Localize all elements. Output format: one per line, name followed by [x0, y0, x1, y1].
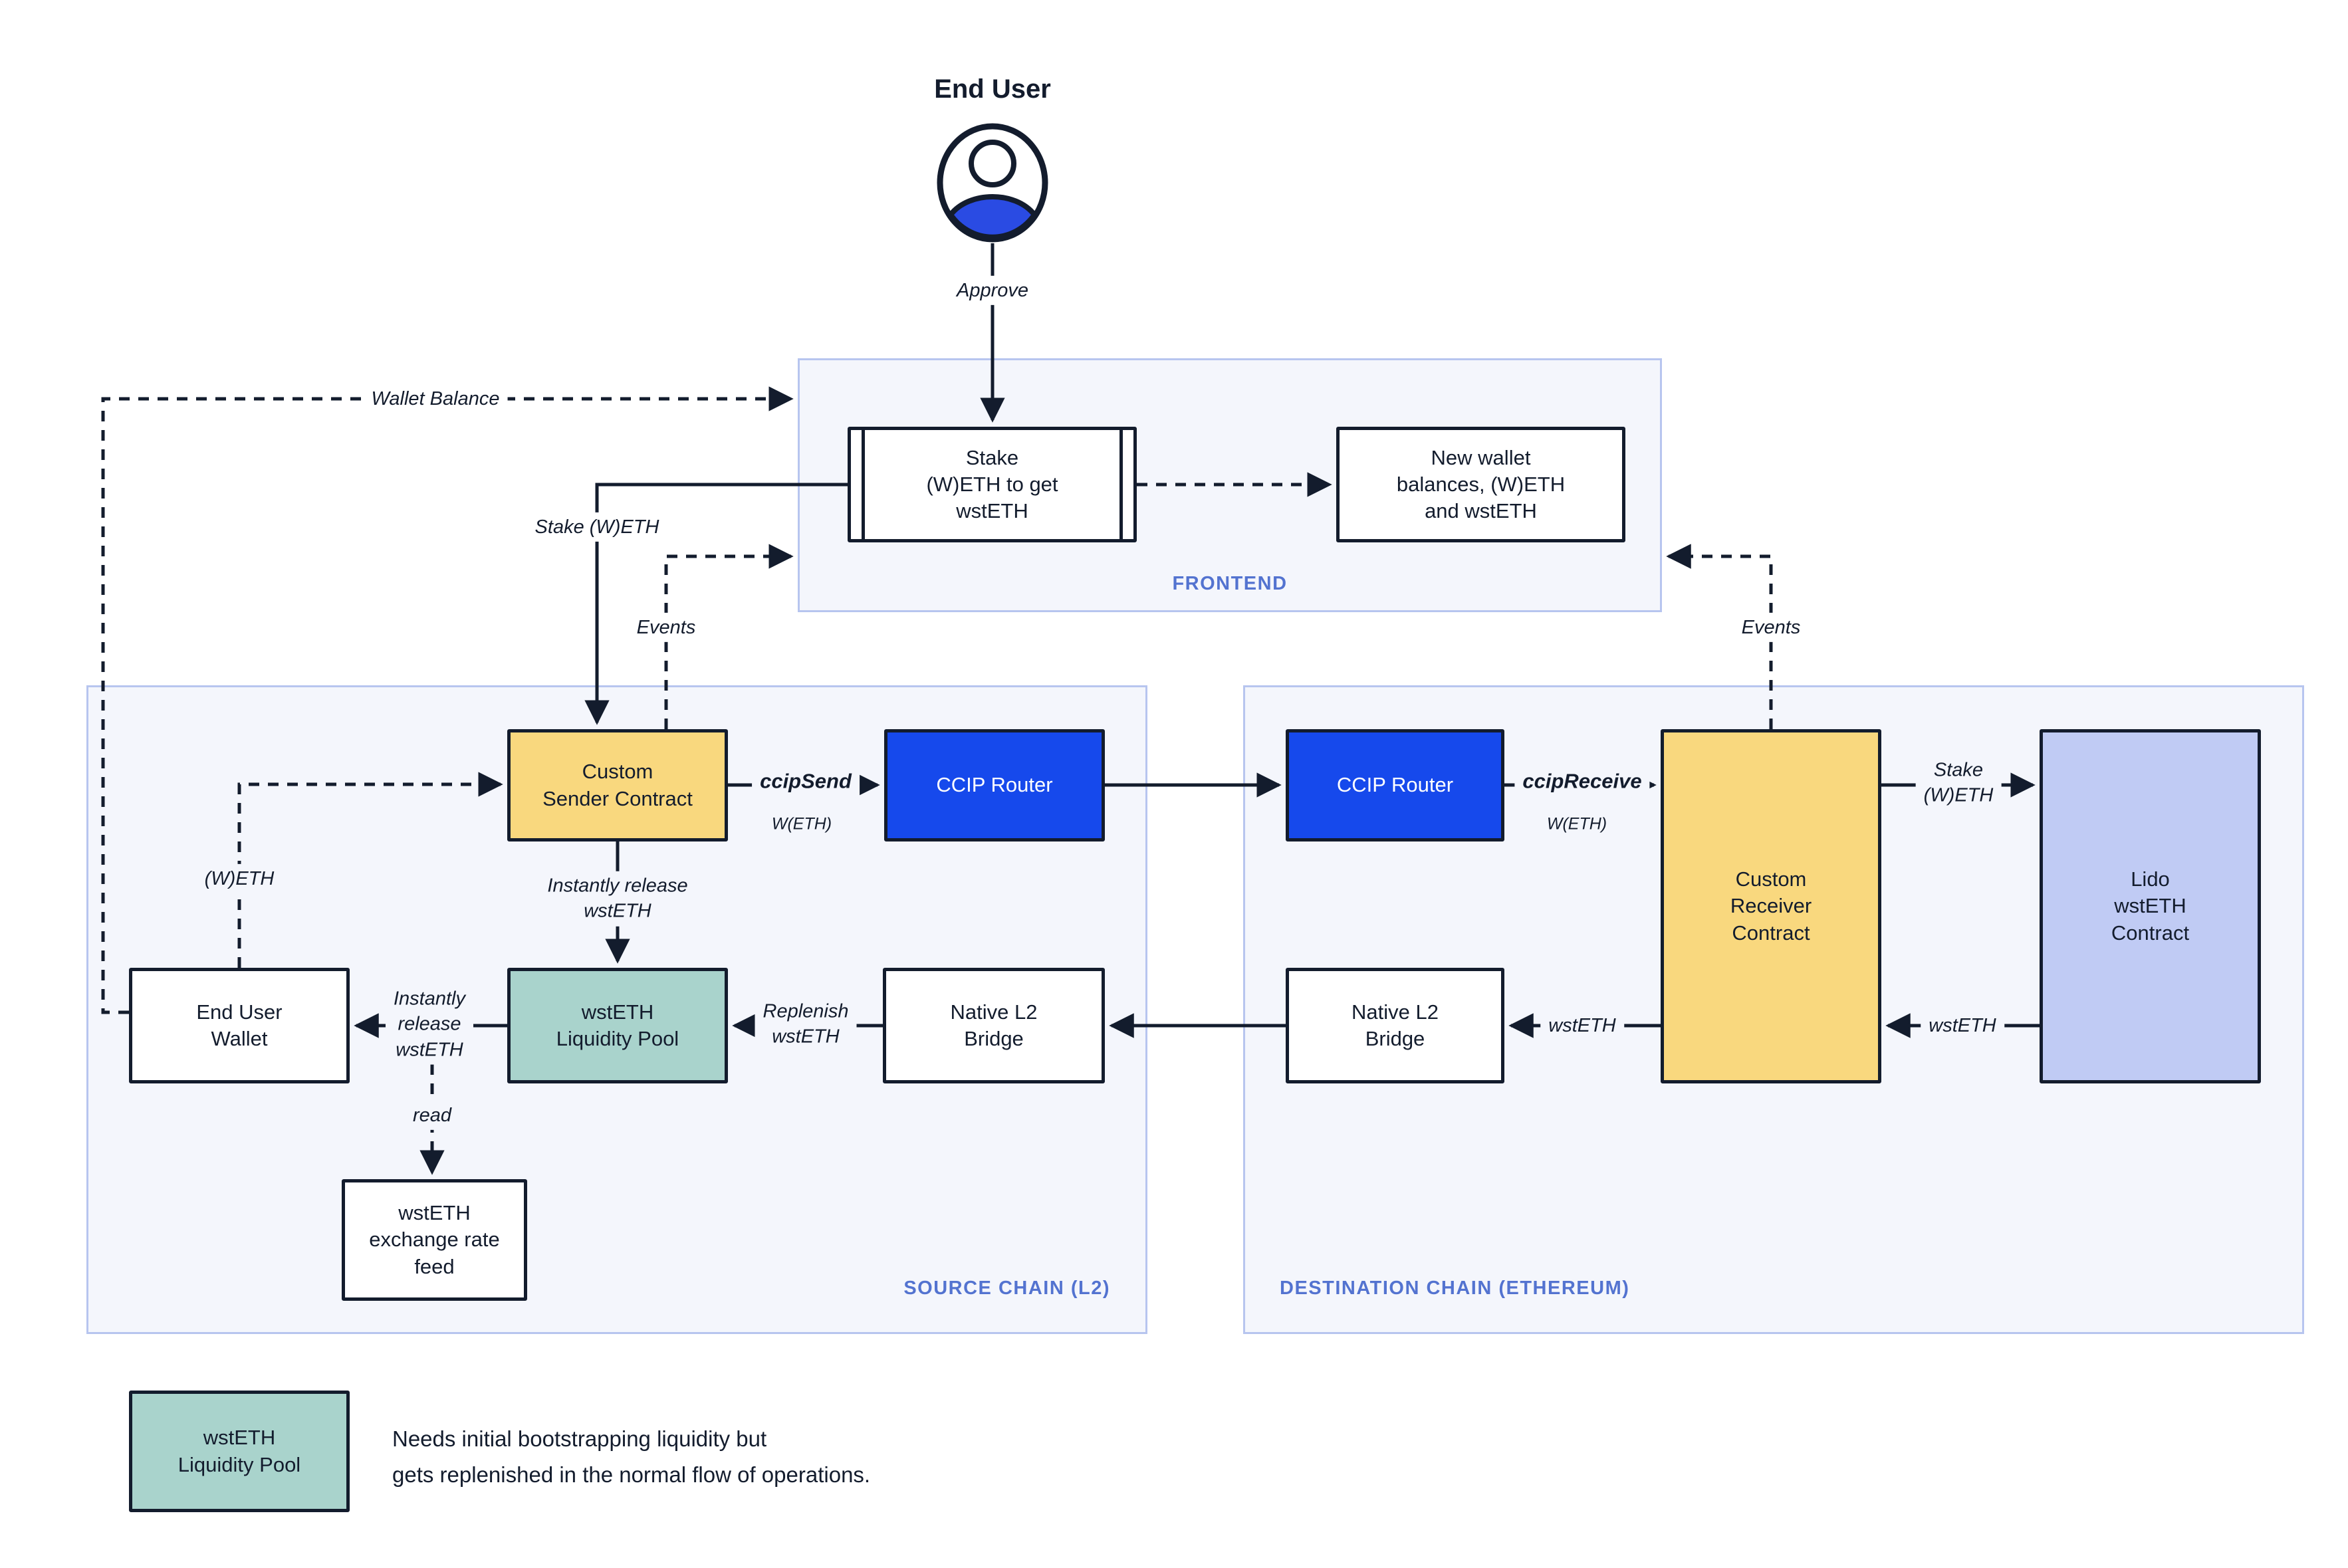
edge-stake-weth-to-sender: [584, 483, 848, 725]
edge-label-stake-weth-right: Stake (W)ETH: [1915, 755, 2002, 811]
node-lido-wsteth-contract-label: Lido wstETH Contract: [2111, 867, 2190, 945]
edge-weth-wallet-to-sender: [237, 772, 503, 968]
end-user-title: End User: [934, 74, 1051, 104]
node-custom-sender-contract-label: Custom Sender Contract: [542, 760, 693, 810]
node-stake-weth-label: Stake (W)ETH to get wstETH: [926, 445, 1058, 523]
node-ccip-router-source-label: CCIP Router: [936, 773, 1053, 797]
destination-chain-zone-label: DESTINATION CHAIN (ETHEREUM): [1280, 1278, 1630, 1299]
node-custom-receiver-contract-label: Custom Receiver Contract: [1730, 867, 1812, 945]
node-stake-weth: Stake (W)ETH to get wstETH: [848, 427, 1137, 542]
edge-label-replenish: Replenish wstETH: [755, 996, 857, 1052]
node-native-l2-bridge-source-label: Native L2 Bridge: [950, 1000, 1038, 1050]
edge-label-read: read: [404, 1100, 460, 1131]
edge-label-instantly-release-pool: Instantly release wstETH: [539, 871, 696, 927]
node-wsteth-exchange-rate-feed-label: wstETH exchange rate feed: [369, 1201, 500, 1278]
edge-events-right: [1666, 544, 1773, 729]
edge-label-approve: Approve: [948, 275, 1037, 306]
node-lido-wsteth-contract: Lido wstETH Contract: [2040, 729, 2261, 1083]
edge-label-stake-weth: Stake (W)ETH: [527, 512, 667, 542]
node-ccip-router-source: CCIP Router: [884, 729, 1105, 841]
node-end-user-wallet: End User Wallet: [129, 968, 350, 1083]
node-new-wallet-balances-label: New wallet balances, (W)ETH and wstETH: [1396, 445, 1566, 523]
edge-label-ccip-receive-asset: W(ETH): [1542, 813, 1611, 836]
edge-label-wsteth-to-bridge: wstETH: [1540, 1010, 1624, 1041]
subroutine-inner-line-right: [1119, 430, 1123, 539]
node-custom-sender-contract: Custom Sender Contract: [507, 729, 728, 841]
legend-note: Needs initial bootstrapping liquidity bu…: [392, 1426, 871, 1488]
node-custom-receiver-contract: Custom Receiver Contract: [1661, 729, 1881, 1083]
end-user-icon: [937, 123, 1048, 243]
person-head: [969, 140, 1016, 187]
edge-label-wallet-balance: Wallet Balance: [363, 384, 508, 414]
edge-label-ccip-send: ccipSend: [752, 766, 860, 798]
person-shoulders: [947, 194, 1038, 240]
legend-pool-swatch-label: wstETH Liquidity Pool: [177, 1426, 301, 1476]
edge-label-wsteth-from-lido: wstETH: [1921, 1010, 2004, 1041]
node-native-l2-bridge-destination: Native L2 Bridge: [1286, 968, 1504, 1083]
node-new-wallet-balances: New wallet balances, (W)ETH and wstETH: [1336, 427, 1625, 542]
node-end-user-wallet-label: End User Wallet: [196, 1000, 283, 1050]
node-native-l2-bridge-source: Native L2 Bridge: [883, 968, 1105, 1083]
node-wsteth-exchange-rate-feed: wstETH exchange rate feed: [342, 1179, 527, 1301]
edge-label-weth-up: (W)ETH: [196, 863, 283, 894]
subroutine-inner-line-left: [862, 430, 865, 539]
edge-label-events-right: Events: [1733, 612, 1809, 643]
edge-events-left: [664, 544, 794, 729]
edge-label-ccip-send-asset: W(ETH): [767, 813, 836, 836]
frontend-zone-label: FRONTEND: [1172, 573, 1288, 594]
node-ccip-router-destination-label: CCIP Router: [1336, 773, 1454, 797]
source-chain-zone-label: SOURCE CHAIN (L2): [903, 1278, 1110, 1299]
node-wsteth-liquidity-pool-label: wstETH Liquidity Pool: [556, 1000, 679, 1050]
edge-label-instantly-release-wallet: Instantly release wstETH: [386, 984, 473, 1065]
edge-label-events-left: Events: [628, 612, 704, 643]
node-native-l2-bridge-destination-label: Native L2 Bridge: [1351, 1000, 1439, 1050]
node-wsteth-liquidity-pool: wstETH Liquidity Pool: [507, 968, 728, 1083]
legend-pool-swatch: wstETH Liquidity Pool: [129, 1391, 350, 1512]
node-ccip-router-destination: CCIP Router: [1286, 729, 1504, 841]
edge-label-ccip-receive: ccipReceive: [1514, 766, 1650, 798]
